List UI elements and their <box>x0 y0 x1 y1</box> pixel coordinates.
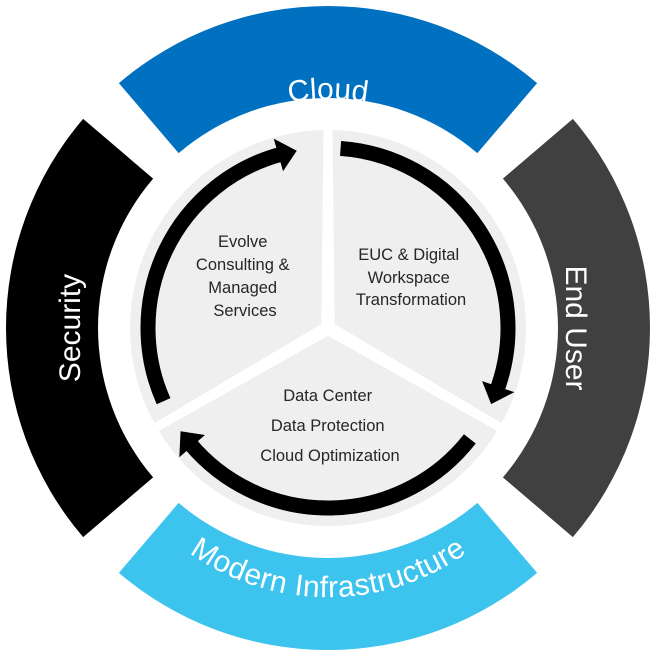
data-center-text: Data Center Data Protection Cloud Optimi… <box>260 387 399 465</box>
cloud-label: Cloud <box>286 73 371 109</box>
arrow-head-right-icon <box>482 381 515 405</box>
end-user-segment <box>502 118 650 538</box>
consulting-text: Evolve Consulting & Managed Services <box>196 233 294 320</box>
cycle-arrow-left-arc <box>140 146 284 405</box>
consulting-wedge <box>130 130 324 424</box>
cycle-arrow-right-arc <box>340 140 516 393</box>
end-user-label: End User <box>559 265 592 390</box>
cycle-arrow-bottom-arc <box>184 434 476 516</box>
security-segment <box>6 118 154 538</box>
cloud-segment <box>118 6 538 154</box>
arrow-head-left-icon <box>179 431 205 458</box>
euc-wedge <box>332 130 526 424</box>
arrow-head-top-icon <box>273 138 297 172</box>
euc-text: EUC & Digital Workspace Transformation <box>356 246 466 309</box>
security-label: Security <box>54 274 87 382</box>
modern-infrastructure-segment <box>118 502 538 650</box>
